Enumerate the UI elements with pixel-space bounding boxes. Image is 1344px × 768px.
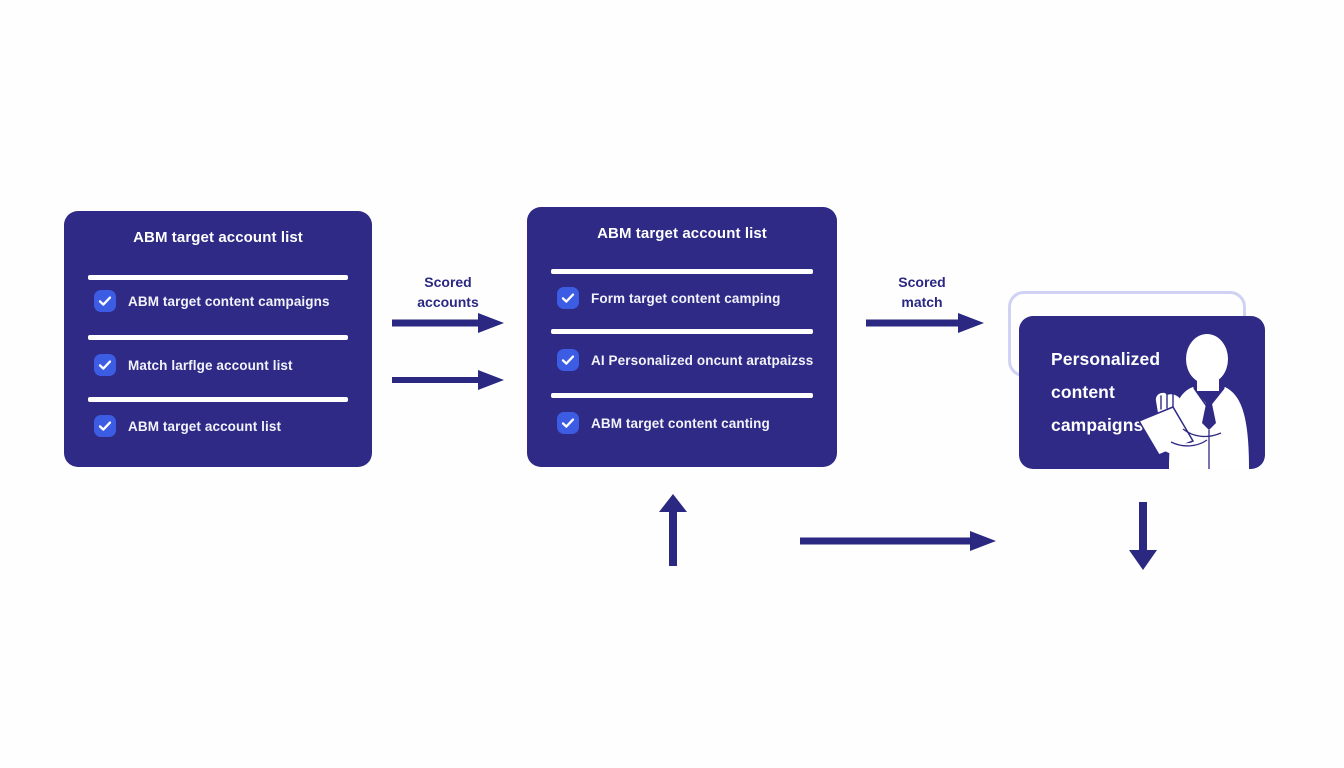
checkmark-icon[interactable] (94, 415, 116, 437)
outcome-title-line-3: campaigns (1051, 415, 1144, 435)
card-personalized-content-campaigns[interactable]: Personalized content campaigns (1019, 316, 1265, 469)
arrow-right-scored-accounts-secondary (392, 370, 504, 390)
arrow-down-outcome (1129, 502, 1157, 570)
card-divider (88, 397, 348, 402)
arrow-right-feedback (800, 531, 996, 551)
list-item[interactable]: Match larflge account list (94, 354, 293, 376)
checkmark-icon[interactable] (557, 349, 579, 371)
list-item-label: Match larflge account list (128, 357, 293, 373)
list-item[interactable]: AI Personalized oncunt aratpaizss (557, 349, 813, 371)
card-title: ABM target account list (597, 225, 767, 242)
card-divider (88, 335, 348, 340)
outcome-title: Personalized content campaigns (1051, 343, 1201, 442)
card-divider (551, 329, 813, 334)
list-item[interactable]: ABM target content campaigns (94, 290, 330, 312)
connector-label-scored-accounts: Scored accounts (396, 272, 500, 312)
card-divider (551, 269, 813, 274)
checkmark-icon[interactable] (557, 287, 579, 309)
arrow-up-feedback (659, 494, 687, 566)
card-abm-target-account-list-2[interactable]: ABM target account list Form target cont… (527, 207, 837, 467)
person-with-tablet-icon (1137, 334, 1249, 469)
connector-label-scored-match: Scored match (874, 272, 970, 312)
list-item-label: Form target content camping (591, 290, 781, 306)
card-divider (551, 393, 813, 398)
list-item[interactable]: ABM target content canting (557, 412, 770, 434)
arrow-right-scored-match (866, 313, 984, 333)
card-title: ABM target account list (133, 229, 303, 246)
checkmark-icon[interactable] (557, 412, 579, 434)
list-item-label: ABM target content canting (591, 415, 770, 431)
arrow-right-scored-accounts (392, 313, 504, 333)
connector-label-line-1: Scored (424, 274, 472, 290)
list-item[interactable]: Form target content camping (557, 287, 780, 309)
connector-label-line-2: match (901, 294, 943, 310)
card-divider (88, 275, 348, 280)
checkmark-icon[interactable] (94, 290, 116, 312)
connector-label-line-1: Scored (898, 274, 946, 290)
list-item-label: ABM target account list (128, 418, 282, 434)
card-abm-target-account-list-1[interactable]: ABM target account list ABM target conte… (64, 211, 372, 467)
outcome-title-line-2: content (1051, 382, 1115, 402)
checkmark-icon[interactable] (94, 354, 116, 376)
list-item-label: ABM target content campaigns (128, 293, 330, 309)
outcome-title-line-1: Personalized (1051, 349, 1161, 369)
connector-label-line-2: accounts (417, 294, 479, 310)
list-item[interactable]: ABM target account list (94, 415, 281, 437)
list-item-label: AI Personalized oncunt aratpaizss (591, 352, 814, 368)
